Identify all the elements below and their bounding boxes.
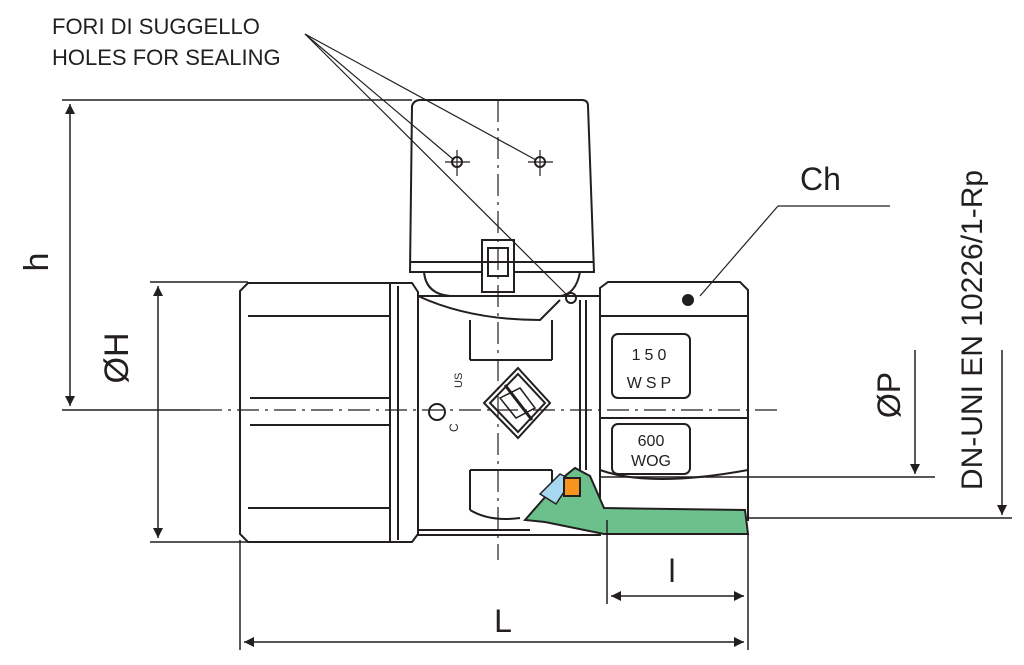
- cert-us: US: [453, 373, 465, 388]
- dim-diam-H-label: ØH: [98, 333, 136, 384]
- centerlines: [200, 100, 778, 560]
- right-hex-end: [599, 281, 749, 521]
- dimension-lines: [62, 99, 1012, 650]
- cert-c: C: [447, 423, 461, 432]
- rating-600: 600: [638, 433, 665, 450]
- dim-l-label: l: [668, 553, 675, 589]
- callout-line2: HOLES FOR SEALING: [52, 45, 281, 70]
- dim-thread-label: DN-UNI EN 10226/1-Rp: [956, 170, 989, 490]
- left-hex-end: [239, 282, 419, 543]
- section-cutaway: [522, 466, 750, 535]
- rating-wog: WOG: [631, 453, 671, 470]
- dim-diam-P-label: ØP: [871, 372, 907, 418]
- sealing-holes: [445, 150, 577, 304]
- callout-line1: FORI DI SUGGELLO: [52, 14, 260, 39]
- dim-Ch-label: Ch: [800, 161, 841, 197]
- rating-wsp: WSP: [627, 375, 675, 392]
- cert-mark: [428, 403, 446, 421]
- rating-150: 150: [632, 347, 671, 364]
- callout-leaders: [304, 33, 890, 297]
- dim-h-label: h: [18, 253, 56, 272]
- rb-logo: [482, 366, 552, 440]
- handle-cap: [408, 99, 596, 297]
- dim-L-label: L: [494, 603, 512, 639]
